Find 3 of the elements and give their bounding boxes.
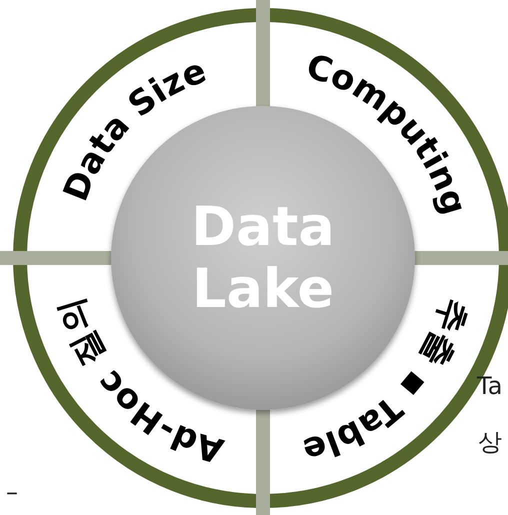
side-text: Ta [477,374,502,398]
side-text: 상 [478,430,502,454]
side-text: – [6,480,18,504]
